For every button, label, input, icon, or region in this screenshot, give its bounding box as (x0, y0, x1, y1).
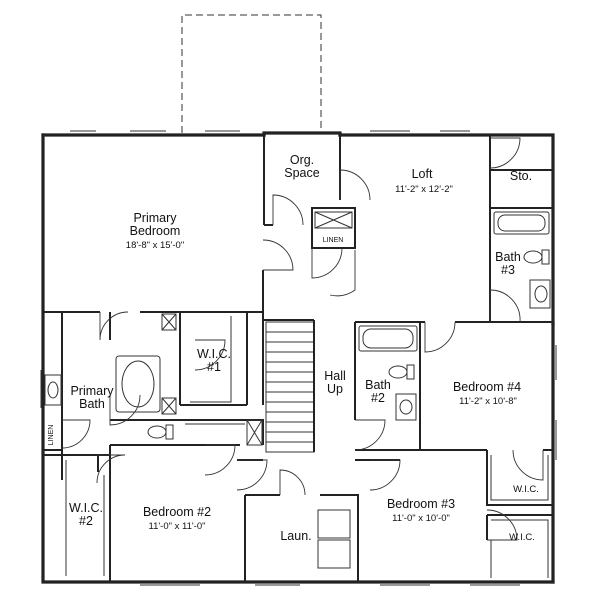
bath2-label-1: Bath (365, 378, 391, 392)
org-space-label-2: Space (284, 166, 319, 180)
wic2-label-1: W.I.C. (69, 501, 103, 515)
laundry-label: Laun. (280, 529, 311, 543)
wic1-label-1: W.I.C. (197, 347, 231, 361)
primary-bedroom-dim: 18'-8" x 15'-0" (126, 240, 184, 251)
interior-walls (43, 135, 553, 582)
bedroom4-label: Bedroom #4 (453, 380, 521, 394)
wic2-label-2: #2 (79, 514, 93, 528)
optional-area-dashed (181, 14, 322, 133)
loft-label: Loft (412, 167, 433, 181)
bath3-label-2: #3 (501, 263, 515, 277)
linen-upper-label: LINEN (323, 237, 344, 244)
bedroom3-dim: 11'-0" x 10'-0" (392, 513, 450, 524)
toilet-bath2 (388, 364, 415, 380)
bathtub-bath3 (493, 211, 550, 235)
bath3-label-1: Bath (495, 250, 521, 264)
toilet-bath3 (523, 249, 550, 265)
primary-bath-label-2: Bath (79, 397, 105, 411)
toilet-primary (147, 424, 174, 440)
exterior-walls (40, 130, 557, 586)
bath2-label-2: #2 (371, 391, 385, 405)
primary-bedroom-label-2: Bedroom (130, 224, 181, 238)
loft-dim: 11'-2" x 12'-2" (395, 184, 453, 195)
bedroom2-dim: 11'-0" x 11'-0" (148, 521, 205, 532)
washer-dryer (317, 509, 351, 569)
sink-bath2 (395, 393, 417, 421)
bathtub-bath2 (358, 325, 418, 352)
primary-bedroom-label-1: Primary (133, 211, 177, 225)
wic-bed4-label: W.I.C. (513, 484, 539, 495)
wic-bed3-label: W.I.C. (509, 532, 535, 543)
door-swings (61, 137, 544, 541)
storage-label: Sto. (510, 169, 532, 183)
wic1-label-2: #1 (207, 360, 221, 374)
bedroom4-dim: 11'-2" x 10'-8" (459, 396, 517, 407)
linen-left-label: LINEN (48, 425, 55, 446)
bathtub-primary (115, 355, 161, 413)
bedroom3-label: Bedroom #3 (387, 497, 455, 511)
org-space-label-1: Org. (290, 153, 314, 167)
hall-label-2: Up (327, 382, 343, 396)
bedroom2-label: Bedroom #2 (143, 505, 211, 519)
hall-label-1: Hall (324, 369, 346, 383)
closet-shelves (65, 316, 549, 578)
primary-bath-label-1: Primary (70, 384, 114, 398)
sink-bath3 (529, 279, 551, 309)
sink-primary (44, 374, 62, 406)
